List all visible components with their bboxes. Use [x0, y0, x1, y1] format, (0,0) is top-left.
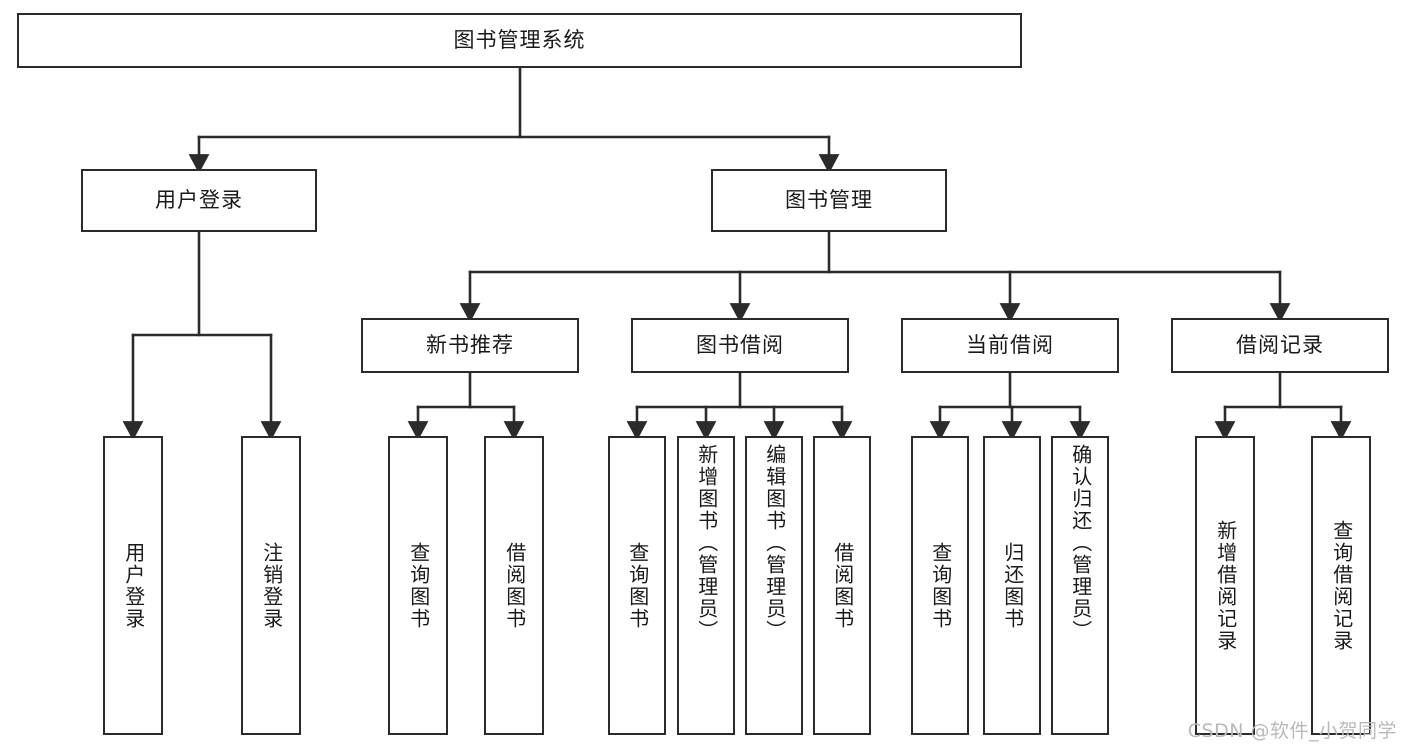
node-borrow-record[interactable]: 借阅记录 [1171, 318, 1389, 373]
node-leaf-edit-book[interactable]: 编辑图书（管理员） [745, 436, 803, 735]
watermark-text: CSDN @软件_小贺同学 [1187, 720, 1397, 742]
node-leaf-add-book[interactable]: 新增图书（管理员） [677, 436, 735, 735]
node-book-borrow[interactable]: 图书借阅 [631, 318, 849, 373]
node-new-book-recommend[interactable]: 新书推荐 [361, 318, 579, 373]
node-leaf-query-book-3[interactable]: 查询图书 [911, 436, 969, 735]
node-label: 用户登录 [121, 541, 146, 630]
node-label: 图书借阅 [696, 332, 784, 357]
node-leaf-borrow-book-1[interactable]: 借阅图书 [484, 436, 544, 735]
node-leaf-logout-login[interactable]: 注销登录 [241, 436, 301, 735]
node-label: 归还图书 [1000, 541, 1025, 630]
node-label: 当前借阅 [966, 332, 1054, 357]
node-book-manage[interactable]: 图书管理 [711, 169, 947, 232]
node-label: 借阅图书 [830, 541, 855, 630]
node-label: 图书管理 [785, 187, 873, 212]
node-user-login[interactable]: 用户登录 [81, 169, 317, 232]
node-leaf-borrow-book-2[interactable]: 借阅图书 [813, 436, 871, 735]
node-label: 新增图书（管理员） [694, 444, 719, 642]
node-label: 查询图书 [406, 541, 431, 630]
node-label: 注销登录 [259, 541, 284, 630]
node-label: 借阅图书 [502, 541, 527, 630]
node-leaf-user-login[interactable]: 用户登录 [103, 436, 163, 735]
node-leaf-return-book[interactable]: 归还图书 [983, 436, 1041, 735]
node-label: 查询图书 [928, 541, 953, 630]
node-label: 用户登录 [155, 187, 243, 212]
node-leaf-add-record[interactable]: 新增借阅记录 [1195, 436, 1255, 735]
node-label: 借阅记录 [1236, 332, 1324, 357]
node-book-management-system[interactable]: 图书管理系统 [17, 13, 1022, 68]
node-leaf-query-book-1[interactable]: 查询图书 [388, 436, 448, 735]
node-label: 新增借阅记录 [1213, 519, 1238, 652]
node-label: 编辑图书（管理员） [762, 444, 787, 642]
node-label: 确认归还（管理员） [1068, 444, 1093, 642]
node-leaf-query-record[interactable]: 查询借阅记录 [1311, 436, 1371, 735]
node-label: 图书管理系统 [453, 27, 586, 52]
node-leaf-query-book-2[interactable]: 查询图书 [608, 436, 666, 735]
node-leaf-confirm-return[interactable]: 确认归还（管理员） [1051, 436, 1109, 735]
node-label: 新书推荐 [426, 332, 514, 357]
node-current-borrow[interactable]: 当前借阅 [901, 318, 1119, 373]
node-label: 查询图书 [625, 541, 650, 630]
node-label: 查询借阅记录 [1329, 519, 1354, 652]
